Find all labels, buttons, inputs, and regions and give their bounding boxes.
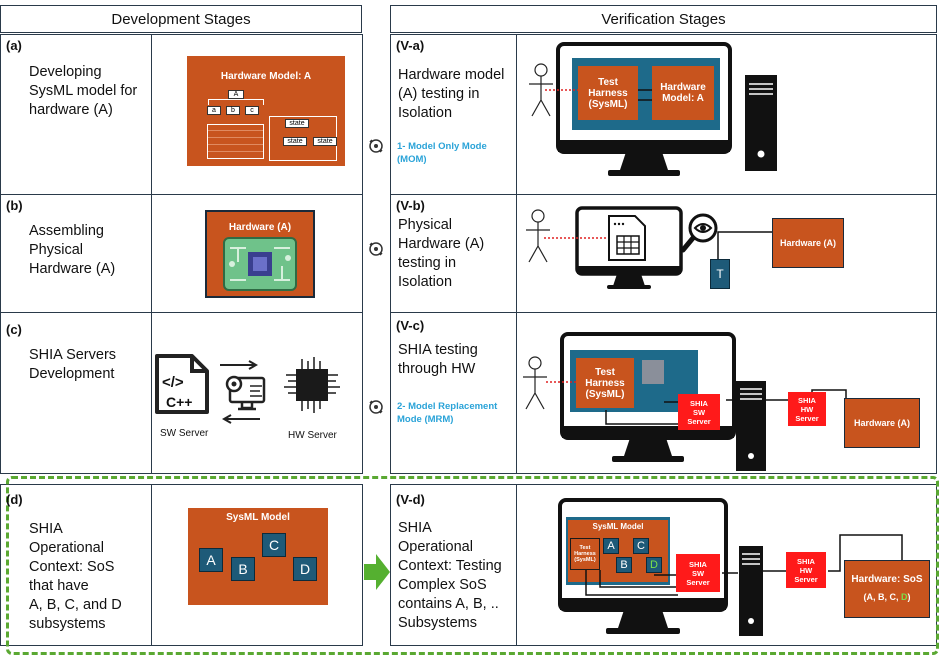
ver-label-a: (V-a)	[396, 38, 425, 53]
subsystem-d: D	[293, 557, 317, 581]
hardware-a-board-title: Hardware (A)	[228, 222, 292, 233]
stick-figure-icon	[523, 356, 547, 410]
dev-row-d-text	[0, 484, 152, 646]
vc-connector-lines	[546, 381, 847, 425]
tree-root: A	[228, 90, 244, 99]
dev-row-c-text	[0, 312, 152, 474]
ver-desc-c: SHIA testing through HW	[398, 342, 478, 377]
tree-leaf: c	[245, 106, 259, 115]
vd-sysml-title: SysML Model	[592, 522, 644, 531]
vd-subsystem-a: A	[603, 538, 619, 554]
subsystem-b: B	[231, 557, 255, 581]
hw-server-label: HW Server	[288, 430, 337, 441]
sync-icon	[369, 139, 383, 153]
dev-desc-b: Assembling Physical Hardware (A)	[29, 223, 116, 277]
vd-hardware-list-d: D	[901, 592, 908, 602]
sw-server-label: SW Server	[160, 428, 209, 439]
dev-label-c: (c)	[6, 322, 22, 337]
dev-desc-d: SHIA Operational Context: SoS that have …	[29, 521, 122, 632]
computer-gear-icon	[225, 375, 266, 411]
ver-desc-a: Hardware model (A) testing in Isolation	[398, 67, 505, 121]
state-node: state	[313, 137, 337, 146]
mode-mrm-label: 2- Model Replacement Mode (MRM)	[397, 401, 498, 425]
vd-shia-sw-server: SHIA SW Server	[676, 554, 720, 592]
vd-shia-hw-server: SHIA HW Server	[786, 552, 826, 588]
vd-hardware-sos	[844, 560, 930, 618]
tower-pc-icon	[745, 75, 777, 171]
dev-desc-a: Developing SysML model for hardware (A)	[29, 64, 138, 118]
right-arrow-icon	[220, 360, 259, 370]
ver-label-b: (V-b)	[396, 198, 425, 213]
tower-pc-icon	[739, 546, 763, 636]
va-test-harness: Test Harness (SysML)	[578, 66, 638, 120]
vb-hardware-a: Hardware (A)	[772, 218, 844, 268]
subsystem-a: A	[199, 548, 223, 572]
vc-shia-sw-server: SHIA SW Server	[678, 394, 720, 430]
vd-hardware-list-a: (A, B, C,	[863, 592, 901, 602]
va-connector-lines	[545, 89, 652, 101]
vd-test-harness: Test Harness (SysML)	[570, 538, 600, 570]
state-node: state	[283, 137, 307, 146]
subsystem-c: C	[262, 533, 286, 557]
dev-desc-c: SHIA Servers Development	[29, 347, 117, 382]
sync-icon	[369, 400, 383, 414]
ver-row-d-text	[390, 484, 517, 646]
ver-row-c-text	[390, 312, 517, 474]
vc-shia-hw-server: SHIA HW Server	[788, 392, 826, 426]
hardware-model-a-title: Hardware Model: A	[220, 71, 312, 82]
stick-figure-icon	[529, 63, 553, 117]
spreadsheet-file-icon	[608, 215, 646, 261]
cpp-label: C++	[166, 394, 193, 410]
ver-label-d: (V-d)	[396, 492, 425, 507]
ver-desc-b: Physical Hardware (A) testing in Isolati…	[398, 217, 485, 290]
block-table	[207, 124, 264, 159]
vb-t-probe: T	[710, 259, 730, 289]
tree-branch	[208, 99, 264, 105]
verification-stages-header: Verification Stages	[390, 5, 937, 33]
vc-test-harness: Test Harness (SysML)	[576, 358, 634, 408]
development-stages-header: Development Stages	[0, 5, 362, 33]
dev-label-a: (a)	[6, 38, 22, 53]
state-node: state	[285, 119, 309, 128]
tower-pc-icon	[736, 381, 766, 471]
vd-hardware-sos-title: Hardware: SoS	[851, 574, 923, 585]
vb-dashed-line	[544, 237, 606, 239]
dev-label-d: (d)	[6, 492, 23, 507]
magnifier-eye-icon	[680, 213, 718, 253]
tree-leaf: b	[226, 106, 240, 115]
sync-icon	[369, 242, 383, 256]
vc-placeholder-block	[642, 360, 664, 384]
vb-connector	[717, 231, 772, 262]
highlight-dashed-border	[6, 476, 939, 655]
dev-label-b: (b)	[6, 198, 23, 213]
sysml-model-d-title: SysML Model	[226, 512, 290, 523]
vd-subsystem-b: B	[616, 557, 632, 573]
va-hardware-model: Hardware Model: A	[652, 66, 714, 120]
left-arrow-icon	[221, 414, 260, 424]
stick-figure-icon	[526, 209, 550, 263]
vd-subsystem-d: D	[646, 557, 662, 573]
ver-label-c: (V-c)	[396, 318, 425, 333]
code-symbol: </>	[162, 374, 184, 391]
circuit-board-icon	[223, 237, 297, 291]
tree-leaf: a	[207, 106, 221, 115]
vd-connector-lines	[585, 534, 903, 596]
vd-subsystem-c: C	[633, 538, 649, 554]
ver-row-b-text	[390, 194, 517, 313]
green-arrow-icon	[364, 554, 390, 590]
ver-desc-d: SHIA Operational Context: Testing Comple…	[398, 520, 502, 631]
chip-icon	[284, 357, 340, 413]
code-file-icon	[155, 354, 209, 414]
dev-row-a-text	[0, 34, 152, 195]
vc-hardware-a: Hardware (A)	[844, 398, 920, 448]
mode-mom-label: 1- Model Only Mode (MOM)	[397, 141, 487, 165]
ver-row-a-text	[390, 34, 517, 195]
vd-hardware-list-end: )	[907, 592, 911, 602]
vd-hardware-sos-list: (A, B, C, D)	[844, 592, 930, 602]
